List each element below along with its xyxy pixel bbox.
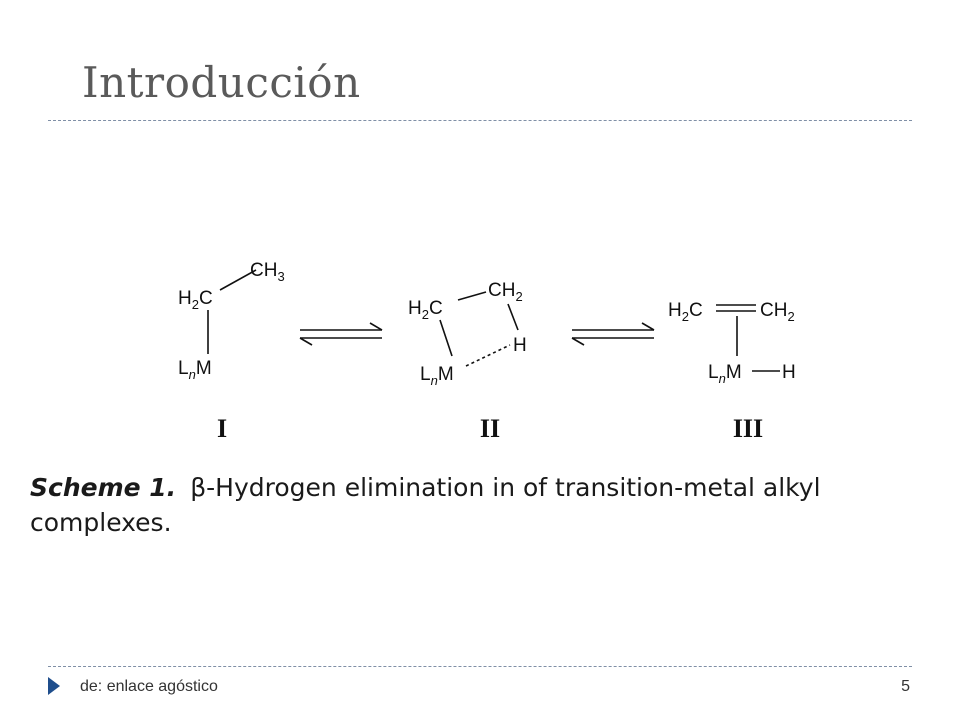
bond-c-c xyxy=(457,291,487,301)
structure-III-h: H xyxy=(782,362,796,383)
slide-title: Introducción xyxy=(82,58,361,107)
bond-c-ch3 xyxy=(219,269,257,291)
structure-II-ch2: CH2 xyxy=(488,280,523,304)
scheme-caption: Scheme 1.β-Hydrogen elimination in of tr… xyxy=(30,470,860,540)
structure-I-h2c: H2C xyxy=(178,288,213,312)
structure-I: CH3 H2C LnM I xyxy=(178,260,285,443)
structure-III-ch2: CH2 xyxy=(760,300,795,324)
footer-text: de: enlace agóstico xyxy=(80,678,218,695)
structure-II-label: II xyxy=(480,414,500,443)
structure-II-h: H xyxy=(513,335,527,356)
equilibrium-arrow-1 xyxy=(299,322,383,346)
structure-III-lnm: LnM xyxy=(708,362,742,386)
structure-II-lnm: LnM xyxy=(420,364,454,388)
structure-III: H2C CH2 LnM H III xyxy=(668,300,796,443)
page-number: 5 xyxy=(901,678,910,695)
caption-text: β-Hydrogen elimination in of transition-… xyxy=(30,473,821,537)
caption-label: Scheme 1. xyxy=(30,473,177,502)
equilibrium-arrow-2 xyxy=(571,322,655,346)
title-divider xyxy=(48,120,912,121)
structure-II: H2C CH2 H LnM II xyxy=(408,280,527,443)
structure-I-lnm: LnM xyxy=(178,358,212,382)
bond-c-h xyxy=(507,303,519,331)
bond-c-m xyxy=(439,319,453,357)
structure-I-label: I xyxy=(217,414,227,443)
structure-I-ch3: CH3 xyxy=(250,260,285,284)
structure-III-h2c: H2C xyxy=(668,300,703,324)
reaction-scheme: CH3 H2C LnM I H2C CH2 H LnM II H2C CH2 xyxy=(178,260,796,443)
structure-III-label: III xyxy=(733,414,763,443)
footer-divider xyxy=(48,666,912,667)
structure-II-h2c: H2C xyxy=(408,298,443,322)
agostic-interaction xyxy=(465,344,511,367)
footer-arrow-icon xyxy=(48,677,60,695)
